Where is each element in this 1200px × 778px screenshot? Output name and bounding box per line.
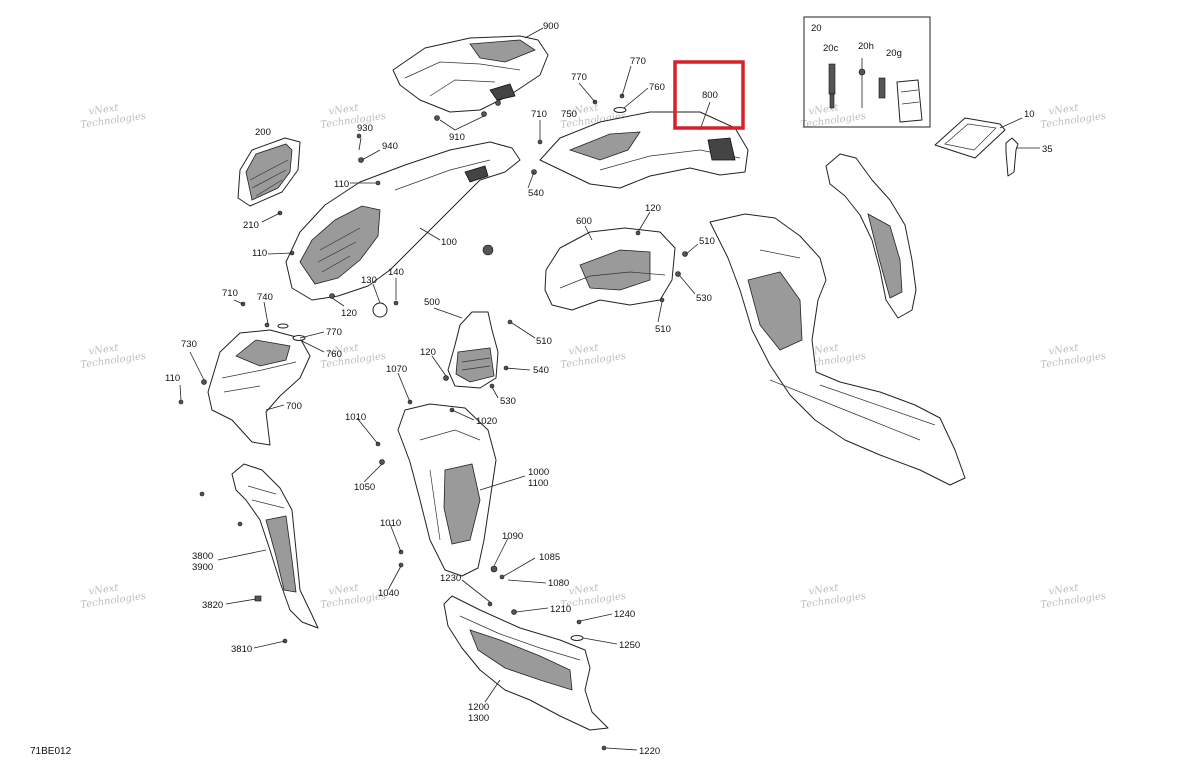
callout-120[interactable]: 120 [420,347,436,358]
callout-910[interactable]: 910 [449,132,465,143]
leader-lines [179,27,1040,751]
callout-770[interactable]: 770 [630,56,646,67]
inset-title: 20 [811,23,822,34]
part-800-cowl [539,111,749,189]
callout-1085[interactable]: 1085 [539,552,560,563]
callout-130[interactable]: 130 [361,275,377,286]
part-900-hood [392,35,549,121]
part-100-front-fascia [285,141,521,301]
callout-3820[interactable]: 3820 [202,600,223,611]
callout-530[interactable]: 530 [696,293,712,304]
watermark: vNextTechnologies [78,339,147,371]
callout-110[interactable]: 110 [334,179,349,190]
hardware-fasteners [178,93,688,751]
part-1000-side-panel [397,403,497,577]
callout-800[interactable]: 800 [702,90,718,101]
callout-labels: 900 910 200 930 940 210 110 100 540 770 … [30,21,1053,757]
highlight-box-800[interactable] [673,60,745,130]
callout-770[interactable]: 770 [326,327,342,338]
inset-box-20: 20 20c 20h 20g [803,16,931,128]
callout-760[interactable]: 760 [649,82,665,93]
callout-1020[interactable]: 1020 [476,416,497,427]
callout-1000[interactable]: 1000 [528,467,549,478]
watermark: vNextTechnologies [318,579,387,611]
callout-510[interactable]: 510 [699,236,715,247]
callout-510[interactable]: 510 [536,336,552,347]
watermark: vNextTechnologies [318,99,387,131]
callout-1210[interactable]: 1210 [550,604,571,615]
callout-740[interactable]: 740 [257,292,273,303]
part-500-bracket [447,311,499,389]
watermarks: vNextTechnologies vNextTechnologies vNextT… [78,99,1107,611]
callout-110[interactable]: 110 [165,373,180,384]
inset-label-20g: 20g [886,48,902,59]
callout-10[interactable]: 10 [1024,109,1035,120]
callout-710[interactable]: 710 [531,109,547,120]
callout-1010[interactable]: 1010 [380,518,401,529]
callout-1100[interactable]: 1100 [528,478,548,489]
watermark: vNextTechnologies [1038,99,1107,131]
callout-1220[interactable]: 1220 [639,746,660,757]
callout-120[interactable]: 120 [645,203,661,214]
callout-750[interactable]: 750 [561,109,577,120]
callout-1080[interactable]: 1080 [548,578,569,589]
callout-1240[interactable]: 1240 [614,609,635,620]
callout-600[interactable]: 600 [576,216,592,227]
callout-3800[interactable]: 3800 [192,551,213,562]
parts-artwork [178,35,1019,751]
part-3800-lower-panel [231,463,319,629]
part-10-tray [934,117,1006,159]
callout-900[interactable]: 900 [543,21,559,32]
watermark: vNextTechnologies [558,339,627,371]
callout-120[interactable]: 120 [341,308,357,319]
callout-760[interactable]: 760 [326,349,342,360]
part-1200-rocker-panel [443,595,609,731]
callout-1040[interactable]: 1040 [378,588,399,599]
inset-label-20h: 20h [858,41,874,52]
callout-140[interactable]: 140 [388,267,404,278]
callout-700[interactable]: 700 [286,401,302,412]
callout-530[interactable]: 530 [500,396,516,407]
callout-1250[interactable]: 1250 [619,640,640,651]
callout-110[interactable]: 110 [252,248,267,259]
callout-540[interactable]: 540 [528,188,544,199]
callout-1010[interactable]: 1010 [345,412,366,423]
callout-730[interactable]: 730 [181,339,197,350]
watermark: vNextTechnologies [78,579,147,611]
callout-510[interactable]: 510 [655,324,671,335]
callout-1070[interactable]: 1070 [386,364,407,375]
inset-label-20c: 20c [823,43,839,54]
callout-770[interactable]: 770 [571,72,587,83]
part-700-side-panel [207,329,311,446]
part-600-dash [544,227,676,311]
callout-940[interactable]: 940 [382,141,398,152]
callout-3900[interactable]: 3900 [192,562,213,573]
part-right-tall-panel [825,153,917,319]
watermark: vNextTechnologies [78,99,147,131]
callout-200[interactable]: 200 [255,127,271,138]
callout-1050[interactable]: 1050 [354,482,375,493]
callout-1090[interactable]: 1090 [502,531,523,542]
part-right-fender [709,213,966,486]
diagram-code: 71BE012 [30,746,72,757]
watermark: vNextTechnologies [1038,579,1107,611]
part-35-wrench [1005,137,1019,177]
watermark: vNextTechnologies [798,579,867,611]
callout-210[interactable]: 210 [243,220,259,231]
callout-930[interactable]: 930 [357,123,373,134]
callout-35[interactable]: 35 [1042,144,1053,155]
callout-1230[interactable]: 1230 [440,573,461,584]
callout-540[interactable]: 540 [533,365,549,376]
callout-100[interactable]: 100 [441,237,457,248]
callout-1200[interactable]: 1200 [468,702,489,713]
callout-1300[interactable]: 1300 [468,713,489,724]
callout-710[interactable]: 710 [222,288,238,299]
callout-3810[interactable]: 3810 [231,644,252,655]
callout-500[interactable]: 500 [424,297,440,308]
watermark: vNextTechnologies [1038,339,1107,371]
inset-20-tools [828,58,923,123]
part-200-grille [237,137,301,207]
